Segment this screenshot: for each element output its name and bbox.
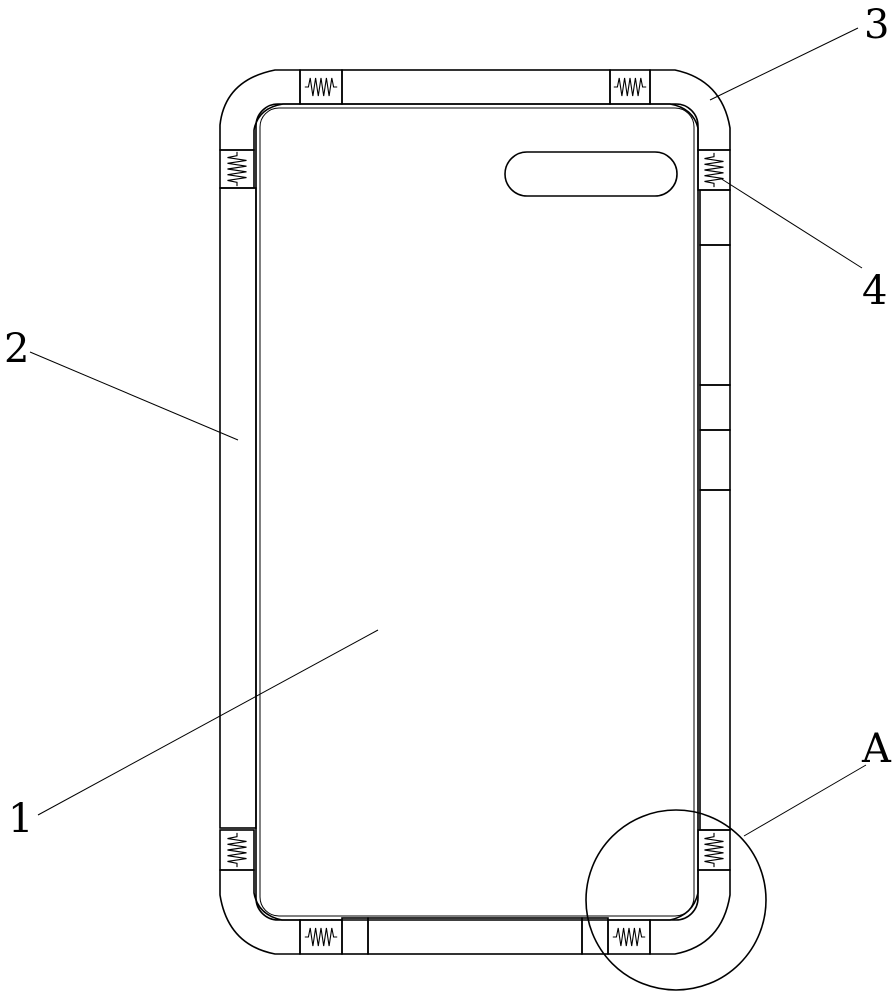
spring-icon <box>612 927 646 947</box>
right-frame-upper <box>699 189 731 246</box>
label-4: 4 <box>862 268 887 314</box>
leader-line-a <box>743 764 867 837</box>
phone-body <box>255 103 699 921</box>
left-side-frame <box>219 187 257 829</box>
label-a: A <box>861 726 892 772</box>
leader-line-4 <box>719 177 863 269</box>
right-button-gap-2 <box>699 429 731 491</box>
detail-circle-a <box>585 809 767 991</box>
spring-housing-left-bottom <box>219 829 255 871</box>
top-side-frame <box>341 69 611 105</box>
right-button-gap-1 <box>699 244 731 386</box>
spring-icon <box>703 832 725 868</box>
bottom-frame-left <box>341 917 369 955</box>
spring-icon <box>703 152 725 188</box>
corner-bumper-bottom-right <box>649 869 731 955</box>
spring-icon <box>304 77 338 97</box>
leader-line-2 <box>29 351 239 441</box>
right-frame-mid <box>699 384 731 431</box>
leader-line-1 <box>37 629 379 816</box>
outer-case <box>219 69 731 955</box>
camera-slot <box>504 151 678 197</box>
leader-line-3 <box>709 27 859 101</box>
spring-icon <box>226 151 248 187</box>
spring-icon <box>226 832 248 868</box>
phone-body-inner-edge <box>259 107 695 917</box>
label-1: 1 <box>8 796 33 842</box>
label-3: 3 <box>864 2 889 48</box>
spring-icon <box>613 77 647 97</box>
bottom-frame-right <box>581 917 609 955</box>
label-2: 2 <box>4 326 29 372</box>
bottom-frame-opening <box>367 917 583 955</box>
spring-housing-left-top <box>219 149 255 189</box>
spring-icon <box>304 927 338 947</box>
right-frame-lower <box>699 489 731 831</box>
